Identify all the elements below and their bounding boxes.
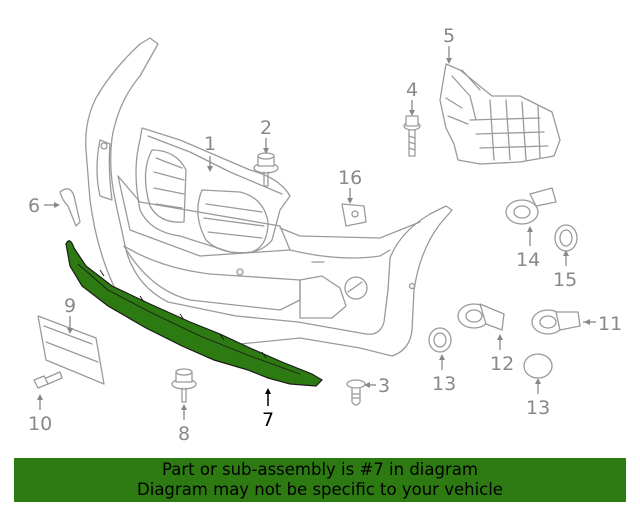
callout-6: 6 (28, 195, 40, 217)
clip-6 (59, 188, 81, 227)
callout-4: 4 (406, 79, 418, 101)
callout-14: 14 (516, 249, 540, 271)
callout-labels: 1 2 3 4 5 6 7 8 9 10 11 12 13 13 14 15 1… (28, 25, 622, 445)
bracket-16 (341, 203, 367, 227)
sensor-11 (531, 309, 581, 335)
info-banner: Part or sub-assembly is #7 in diagram Di… (14, 458, 626, 502)
screw-10 (33, 371, 63, 389)
bumper-cover (85, 37, 453, 357)
ring-15 (554, 224, 578, 252)
callout-2: 2 (260, 117, 272, 139)
kidney-grille (135, 127, 291, 254)
sensor-14 (505, 187, 557, 225)
callout-13a: 13 (432, 373, 456, 395)
ring-13a (428, 327, 452, 353)
callout-11: 11 (598, 313, 622, 335)
sensor-12 (457, 303, 505, 331)
callout-7: 7 (262, 409, 274, 431)
callout-9: 9 (64, 295, 76, 317)
callout-16: 16 (338, 167, 362, 189)
callout-8: 8 (178, 423, 190, 445)
bracket-5 (439, 63, 561, 165)
callout-12: 12 (490, 353, 514, 375)
callout-5: 5 (443, 25, 455, 47)
callout-1: 1 (204, 133, 216, 155)
arrow-heads (37, 58, 590, 410)
banner-line-1: Part or sub-assembly is #7 in diagram (162, 460, 478, 479)
fastener-2 (253, 152, 279, 187)
fastener-8 (171, 368, 197, 403)
callout-3: 3 (378, 375, 390, 397)
banner-line-2: Diagram may not be specific to your vehi… (137, 480, 503, 499)
callout-13b: 13 (526, 397, 550, 419)
bracket-9 (37, 315, 105, 385)
bolt-4 (403, 115, 421, 157)
ring-13b (523, 353, 553, 379)
lower-spoiler-7 (65, 240, 323, 387)
callout-15: 15 (553, 269, 577, 291)
fastener-3 (346, 379, 366, 406)
callout-10: 10 (28, 413, 52, 435)
